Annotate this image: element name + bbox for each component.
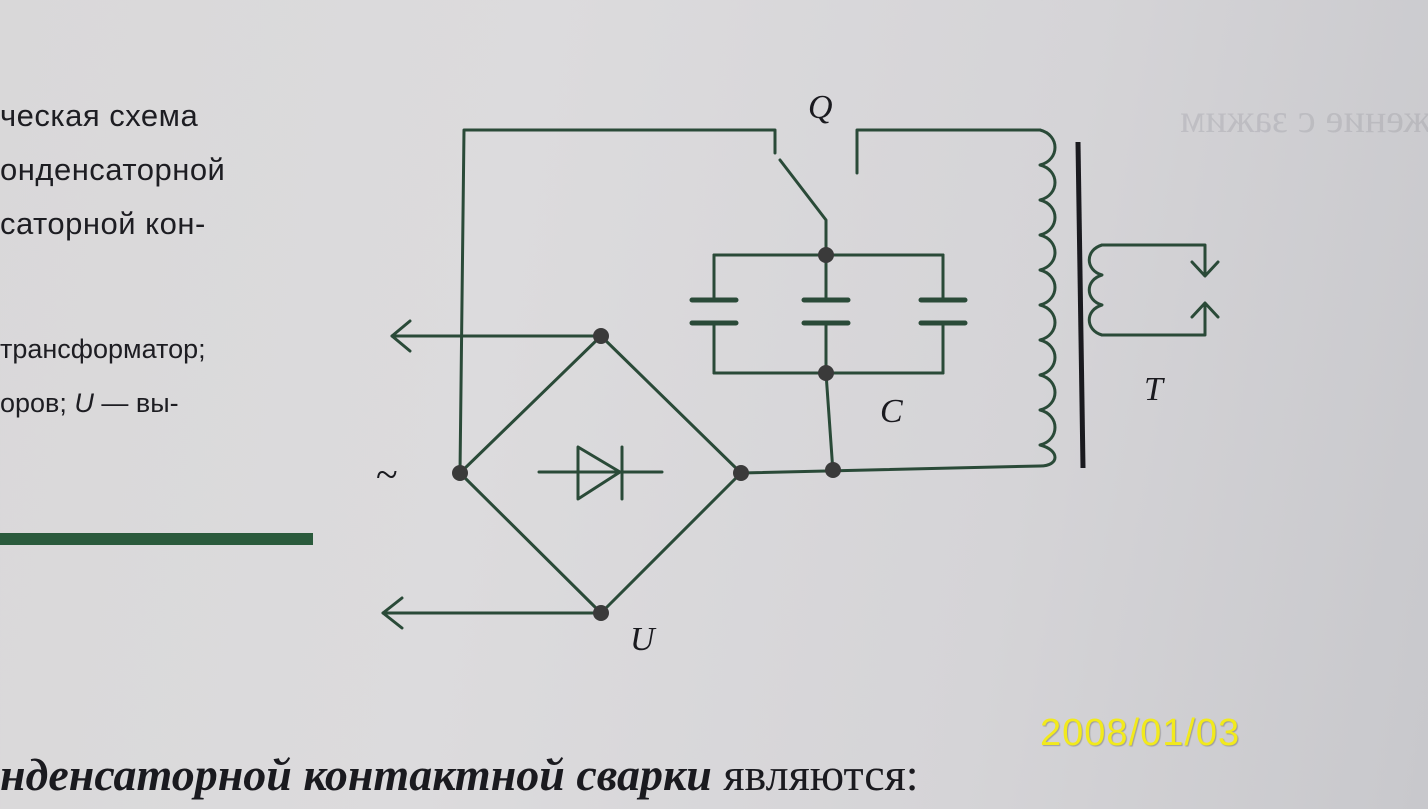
switch-blade: [778, 158, 828, 257]
arrow-left-icon-2: [381, 596, 404, 630]
transformer-core: [1075, 141, 1086, 469]
label-c: C: [880, 393, 903, 430]
section-divider: [0, 533, 313, 545]
switch-contact-wire: [855, 128, 1042, 175]
caption-line-1: ческая схема: [0, 98, 199, 133]
junction-dot: [818, 247, 834, 263]
secondary-wire-bottom: [1100, 302, 1207, 337]
secondary-wire-top: [1100, 243, 1207, 276]
junction-dot: [593, 605, 609, 621]
secondary-coil-icon: [1087, 243, 1104, 337]
electrode-arrow-down-icon: [1190, 260, 1220, 278]
wire-bottom-right: [739, 464, 1042, 475]
date-stamp: 2008/01/03: [1040, 712, 1241, 754]
diode-icon: [576, 445, 622, 501]
caption-line-4: трансформатор;: [0, 334, 206, 364]
bottom-text-line: нденсаторной контактной сварки являются:: [0, 748, 919, 801]
electrode-arrow-up-icon: [1190, 301, 1220, 319]
arrow-left-icon: [390, 319, 412, 353]
caption-line-3: саторной кон-: [0, 206, 206, 241]
label-u: U: [630, 621, 657, 658]
wire-cap-down: [824, 371, 835, 474]
caption-symbol-u: U: [74, 388, 94, 418]
capacitor-3-icon: [918, 297, 968, 326]
label-q: Q: [808, 89, 833, 126]
junction-dot: [733, 465, 749, 481]
wire-left-top: [458, 128, 777, 475]
capacitor-2-icon: [801, 297, 851, 326]
ac-symbol: ~: [376, 452, 398, 497]
caption-line-5: оров; U — вы-: [0, 388, 179, 419]
junction-dot: [818, 365, 834, 381]
primary-coil-icon: [1038, 128, 1057, 468]
caption-line-5-pre: оров;: [0, 388, 75, 418]
caption-line-5-post: — вы-: [93, 388, 179, 418]
caption-line-2: онденсаторной: [0, 152, 226, 187]
bottom-text-regular: являются:: [711, 749, 919, 800]
label-t: T: [1144, 371, 1165, 408]
rectifier-bridge-diamond: [458, 334, 743, 615]
capacitor-1-icon: [689, 297, 739, 326]
bottom-text-italic: нденсаторной контактной сварки: [0, 749, 712, 800]
junction-dot: [825, 462, 841, 478]
junction-dot: [452, 465, 468, 481]
junction-dot: [593, 328, 609, 344]
